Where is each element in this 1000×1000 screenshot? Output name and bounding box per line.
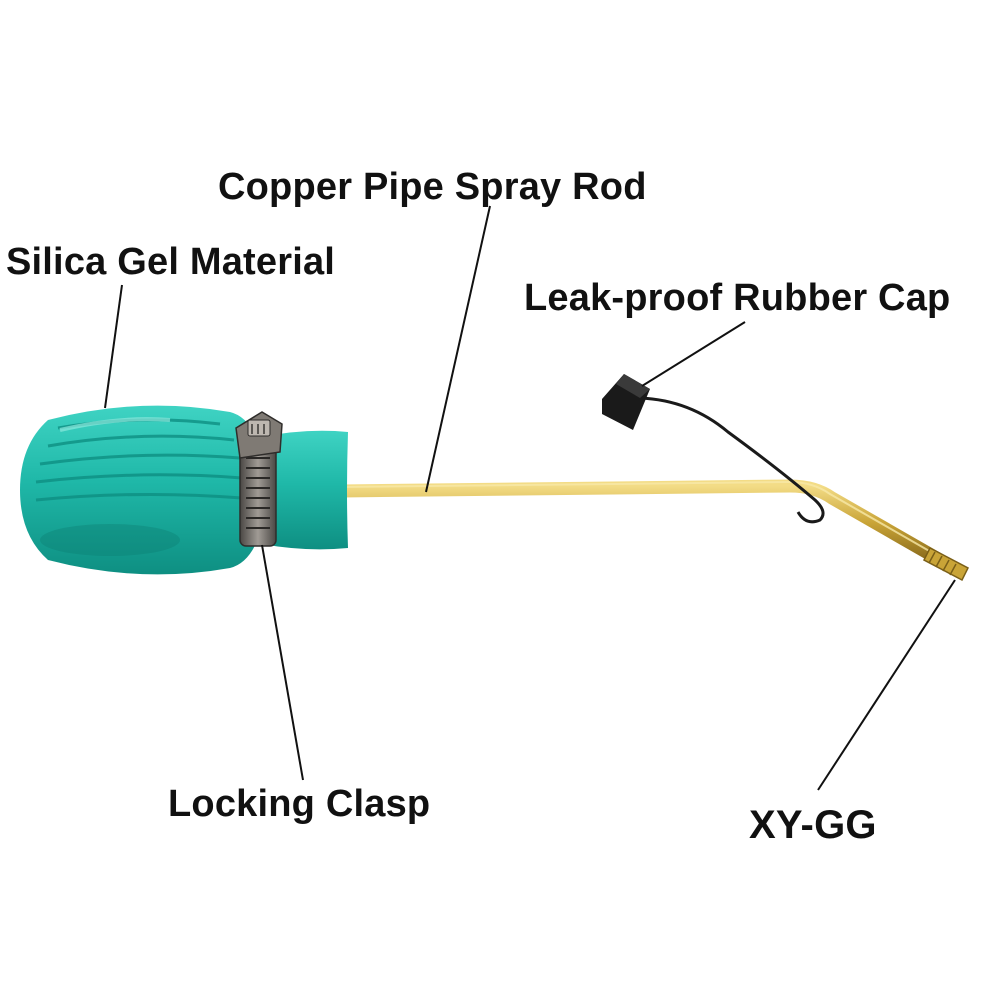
- silica-gel-bulb: [20, 405, 268, 575]
- leader-line-cap: [641, 321, 746, 387]
- nozzle-tip: [923, 546, 969, 582]
- leader-line-silica: [104, 284, 123, 409]
- bulb-neck: [262, 430, 348, 550]
- spray-rod: [333, 479, 947, 567]
- label-model-number: XY-GG: [749, 803, 877, 847]
- label-silica-gel-material: Silica Gel Material: [6, 241, 336, 283]
- locking-clasp: [235, 411, 283, 547]
- rubber-cap: [602, 374, 650, 430]
- label-leak-proof-rubber-cap: Leak-proof Rubber Cap: [524, 277, 951, 319]
- leader-line-model: [817, 579, 956, 791]
- label-locking-clasp: Locking Clasp: [168, 783, 431, 825]
- leader-line-clasp: [261, 544, 304, 781]
- cap-tether: [639, 396, 825, 524]
- label-copper-pipe-spray-rod: Copper Pipe Spray Rod: [218, 166, 647, 208]
- leader-line-spray-rod: [425, 205, 491, 493]
